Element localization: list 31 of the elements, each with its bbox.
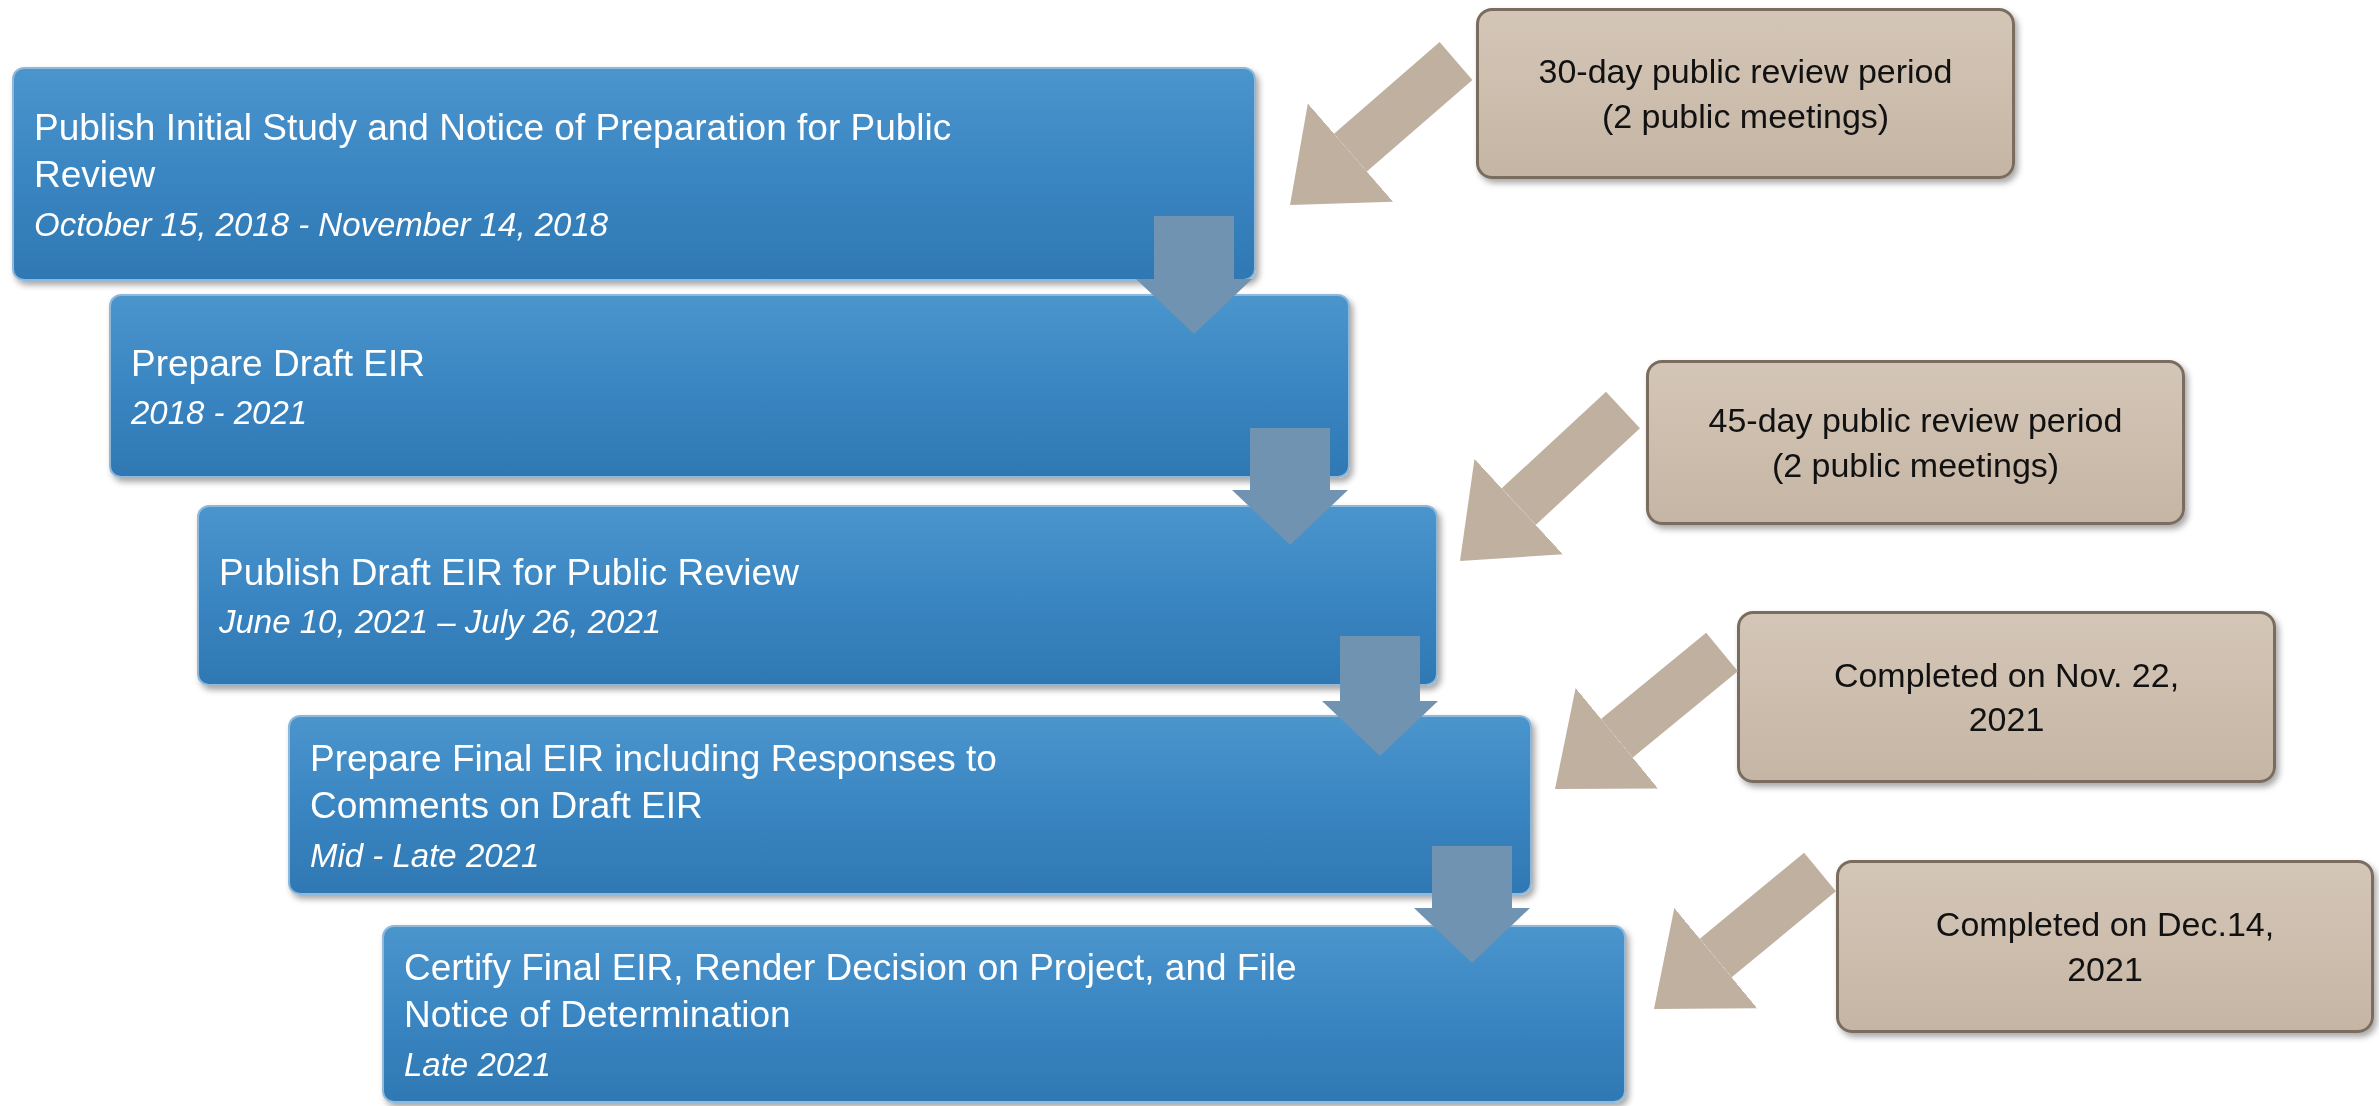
note-text: Completed on Nov. 22, 2021: [1832, 654, 2181, 740]
step-box: [109, 294, 1350, 478]
step-date: Late 2021: [404, 1044, 552, 1085]
step-title: Certify Final EIR, Render Decision on Project, and File Notice of Determination: [404, 945, 1298, 1038]
block-arrow: [1232, 428, 1348, 545]
block-arrow: [1136, 216, 1252, 334]
note-box: [1646, 360, 2185, 525]
step-date: June 10, 2021 – July 26, 2021: [219, 602, 663, 642]
step-box: [12, 67, 1256, 281]
step-title: Prepare Draft EIR: [131, 341, 427, 386]
step-date: October 15, 2018 - November 14, 2018: [34, 204, 610, 245]
step-box: [197, 505, 1438, 686]
block-arrow: [1460, 391, 1640, 561]
note-box: [1476, 8, 2015, 179]
step-date: Mid - Late 2021: [310, 835, 541, 876]
block-arrow: [1290, 42, 1473, 205]
step-box: [288, 715, 1532, 895]
step-box: [382, 925, 1626, 1103]
block-arrow: [1654, 852, 1836, 1009]
step-date: 2018 - 2021: [131, 392, 309, 433]
step-title: Publish Initial Study and Notice of Preparation for Public Review: [34, 105, 953, 198]
block-arrow: [1555, 632, 1738, 789]
note-box: [1737, 611, 2276, 783]
step-title: Prepare Final EIR including Responses to Comments on Draft EIR: [310, 736, 998, 829]
note-text: Completed on Dec.14, 2021: [1934, 904, 2276, 990]
block-arrow: [1414, 846, 1530, 963]
block-arrow: [1322, 636, 1438, 756]
step-title: Publish Draft EIR for Public Review: [219, 551, 800, 595]
note-text: 45-day public review period (2 public meetings): [1707, 400, 2124, 486]
note-box: [1836, 860, 2374, 1033]
note-text: 30-day public review period (2 public meetings): [1537, 51, 1954, 137]
